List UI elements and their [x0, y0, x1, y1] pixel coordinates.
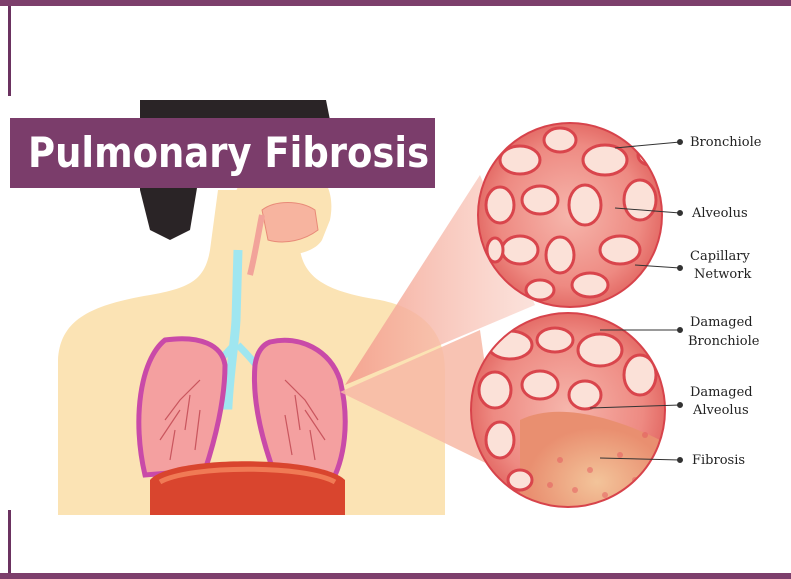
leader-dot-capillary: [678, 266, 683, 271]
label-fibrosis: Fibrosis: [692, 452, 745, 469]
leader-dot-bronchiole: [678, 140, 683, 145]
leader-dot-alveolus: [678, 211, 683, 216]
damaged-tissue-circle: [471, 313, 665, 520]
label-damaged-bronchiole-line2: Bronchiole: [688, 333, 759, 350]
page-title: Pulmonary Fibrosis: [28, 120, 380, 186]
leader-dot-damaged-alveolus: [678, 403, 683, 408]
leader-dot-damaged-bronchiole: [678, 328, 683, 333]
label-bronchiole: Bronchiole: [690, 134, 761, 151]
leader-dot-fibrosis: [678, 458, 683, 463]
healthy-tissue-circle: [478, 123, 662, 307]
label-damaged-bronchiole-line1: Damaged: [690, 314, 753, 331]
label-damaged-alveolus-line1: Damaged: [690, 384, 753, 401]
label-alveolus: Alveolus: [692, 205, 748, 222]
left-lung: [139, 339, 225, 475]
label-capillary-line1: Capillary: [690, 248, 750, 265]
label-capillary-line2: Network: [694, 266, 751, 283]
label-damaged-alveolus-line2: Alveolus: [693, 402, 749, 419]
